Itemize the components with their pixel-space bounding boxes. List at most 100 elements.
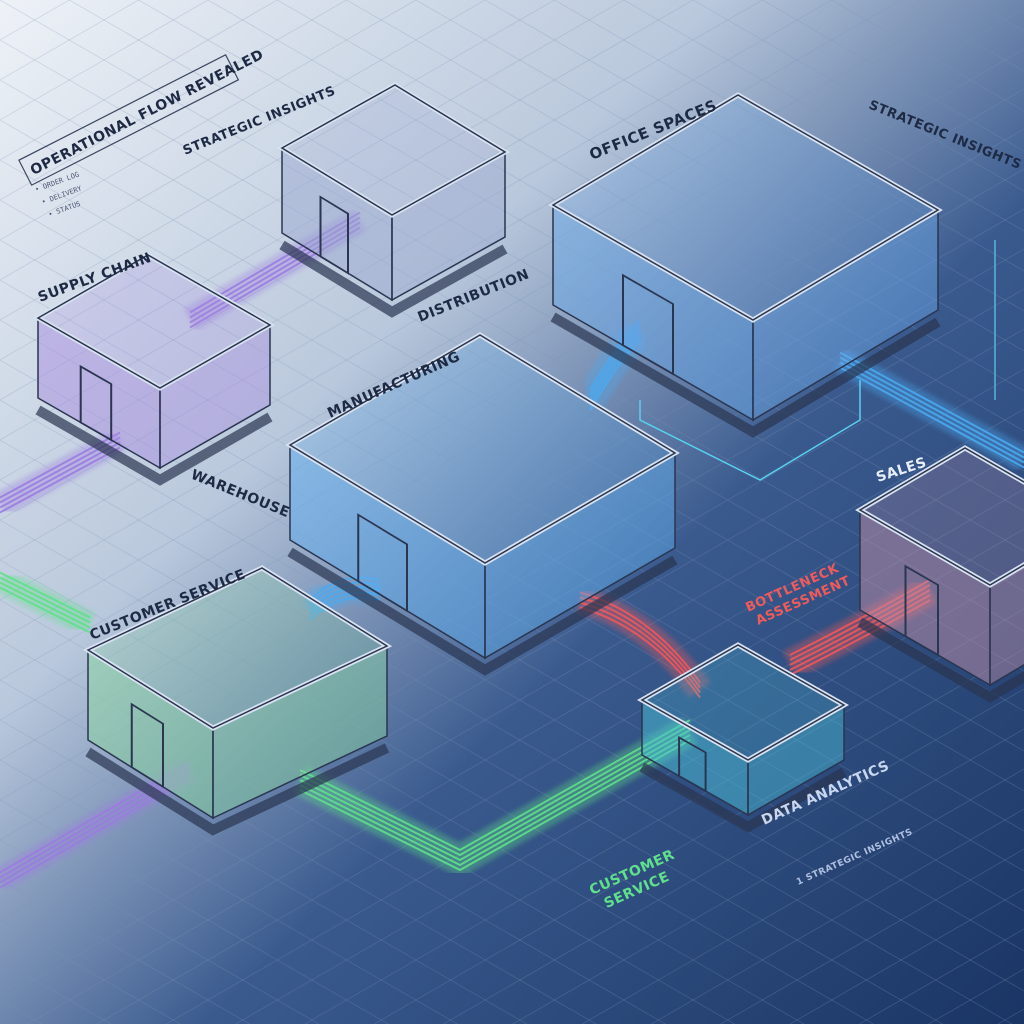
red-flow <box>579 606 701 699</box>
grid-line <box>0 0 139 81</box>
grid-line <box>443 688 1024 1024</box>
blue-flow <box>589 334 641 406</box>
grid-line <box>0 0 1024 592</box>
purple-flow <box>189 226 361 329</box>
grid-line <box>0 328 1024 921</box>
warehouse-roof-outline <box>36 254 272 389</box>
sales-building <box>855 445 1024 703</box>
purple-flow <box>0 761 191 874</box>
green-flow-glow <box>0 568 96 637</box>
grid-line <box>0 0 209 121</box>
grid-line <box>581 768 1024 1024</box>
blue-flow <box>589 319 641 391</box>
sales-door <box>904 564 939 657</box>
grid-line <box>484 0 1024 312</box>
manufacturing-building <box>285 332 680 676</box>
grid-line <box>623 0 1024 232</box>
grid-line <box>0 119 1024 712</box>
grid-line <box>900 0 1024 72</box>
grid-line <box>0 8 1024 601</box>
purple-flow <box>0 446 121 514</box>
grid-line <box>0 39 1024 632</box>
grid-line <box>0 399 1024 992</box>
grid-line <box>0 0 70 41</box>
grid-line <box>0 199 1024 792</box>
manufacturing-interior <box>290 335 675 658</box>
green-flow <box>0 581 91 629</box>
grid-line <box>0 408 1024 1001</box>
grid-line <box>0 0 902 521</box>
grid-line <box>0 519 874 1024</box>
purple-flow <box>0 766 191 879</box>
purple-flow <box>189 221 361 324</box>
grid-line <box>0 0 417 241</box>
grid-line <box>0 0 555 321</box>
data-analytics-building <box>636 642 850 833</box>
grid-line <box>0 128 1024 721</box>
green-flow <box>0 576 91 624</box>
grid-line <box>0 0 278 161</box>
grid-line <box>928 968 1024 1024</box>
grid-line <box>0 639 666 1024</box>
department-buildings <box>32 82 1024 836</box>
circuit-line <box>639 380 861 481</box>
sales-front-right-wall <box>989 564 1024 687</box>
red-flow <box>789 589 931 666</box>
grid-line <box>0 79 1024 672</box>
purple-flow <box>189 216 361 319</box>
blue-flow <box>839 351 1024 454</box>
grid-line <box>0 319 1024 912</box>
manufacturing-plinth <box>287 547 678 676</box>
customer-service-building <box>82 565 393 836</box>
distribution-building <box>277 82 510 318</box>
grid-line <box>415 0 1024 352</box>
sales-plinth <box>857 617 1024 703</box>
grid-line <box>0 0 347 201</box>
blue-flow <box>309 586 381 611</box>
warehouse-building <box>32 252 276 486</box>
red-flow <box>789 594 931 671</box>
data-analytics-interior <box>642 645 844 815</box>
green-flow <box>299 724 691 857</box>
grid-line <box>720 848 1024 1024</box>
grid-line <box>692 0 1024 192</box>
grid-line <box>762 0 1024 152</box>
blue-flow <box>839 366 1024 469</box>
grid-line <box>0 279 1024 872</box>
grid-line <box>0 168 1024 761</box>
data-analytics-roof-outline <box>640 644 846 761</box>
distribution-door <box>319 195 349 275</box>
purple-flow-glow <box>183 208 367 332</box>
warehouse-plinth <box>35 405 273 486</box>
grid-line <box>831 0 1024 112</box>
office-spaces-interior <box>553 95 938 420</box>
red-flow <box>789 599 931 676</box>
office-spaces-roof-outline <box>551 94 940 321</box>
green-flow <box>299 729 691 862</box>
office-spaces-door <box>622 273 674 376</box>
flow-paths <box>0 208 1024 892</box>
data-analytics-door <box>678 735 707 793</box>
blue-flow <box>839 356 1024 459</box>
green-flow <box>0 571 91 619</box>
green-flow <box>299 739 691 872</box>
grid-line <box>0 919 181 1024</box>
grid-line <box>651 808 1024 1024</box>
grid-line <box>0 239 1024 832</box>
grid-line <box>0 559 805 1024</box>
grid-line <box>0 439 1013 1024</box>
office-spaces-building <box>548 92 943 438</box>
grid-line <box>27 448 1024 1024</box>
grid-line <box>554 0 1024 272</box>
grid-line <box>512 728 1024 1024</box>
sales-roof-outline <box>858 447 1024 586</box>
grid-line <box>0 368 1024 961</box>
grid-line <box>69 0 1024 552</box>
grid-line <box>0 48 1024 641</box>
grid-line <box>0 719 527 1024</box>
red-flow <box>579 591 701 684</box>
grid-line <box>304 608 1024 1024</box>
